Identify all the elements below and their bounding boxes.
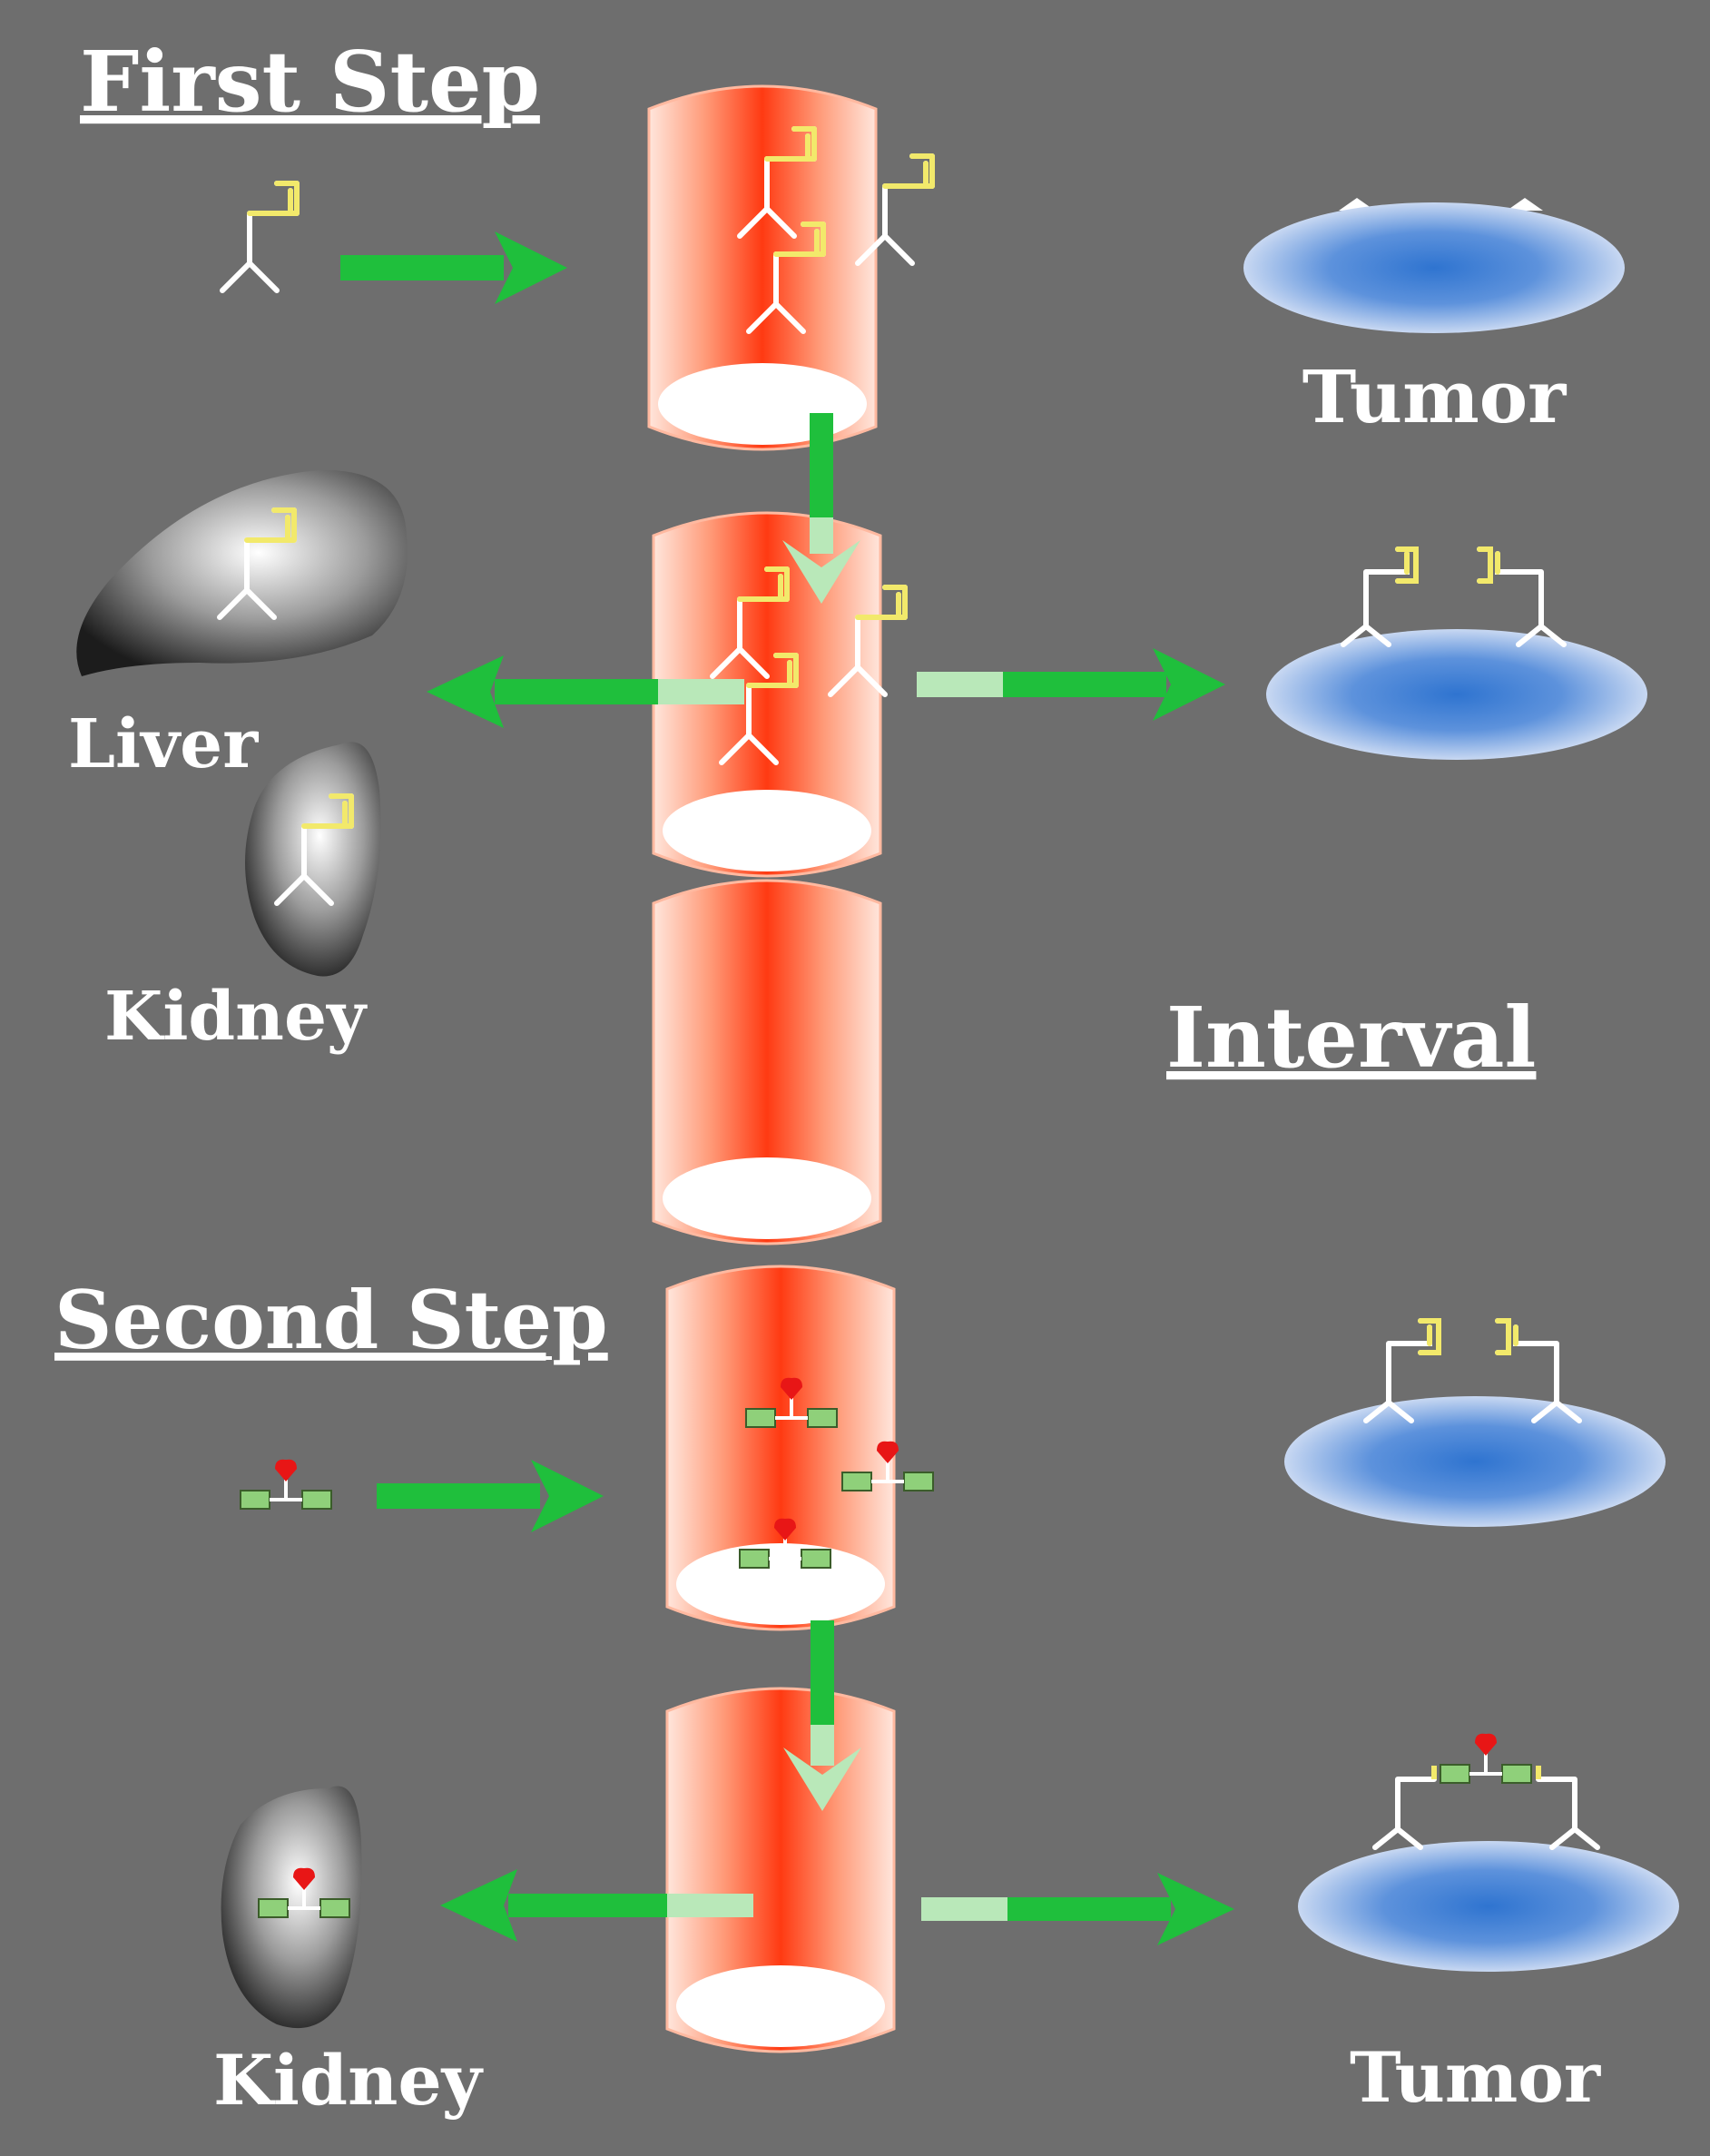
kidney-label-top: Kidney <box>104 978 368 1056</box>
tumor-2 <box>1266 546 1647 760</box>
flow-arrow-down-2 <box>783 1620 861 1811</box>
second-step-heading: Second Step <box>54 1273 608 1367</box>
distribution-arrow-right-1 <box>917 648 1225 721</box>
tumor-1 <box>1243 198 1625 333</box>
kidney-organ-1 <box>245 742 381 977</box>
blood-vessel-1 <box>647 84 878 451</box>
first-step-heading: First Step <box>80 33 540 131</box>
blood-vessel-5 <box>665 1687 896 2053</box>
tumor-label-top: Tumor <box>1302 354 1567 439</box>
distribution-arrow-right-2 <box>921 1873 1234 1945</box>
blood-vessel-4 <box>665 1265 896 1631</box>
distribution-arrow-left-1 <box>427 655 744 728</box>
distribution-arrow-left-2 <box>440 1869 753 1942</box>
blood-vessel-3 <box>652 879 882 1245</box>
kidney-label-bottom: Kidney <box>213 2040 484 2121</box>
interval-heading: Interval <box>1166 989 1536 1087</box>
tumor-4 <box>1298 1766 1679 1972</box>
flow-arrow-down-1 <box>782 413 860 604</box>
liver-label: Liver <box>68 705 259 783</box>
tumor-3 <box>1284 1318 1666 1527</box>
liver-organ <box>76 469 408 676</box>
tumor-label-bottom: Tumor <box>1350 2037 1601 2118</box>
